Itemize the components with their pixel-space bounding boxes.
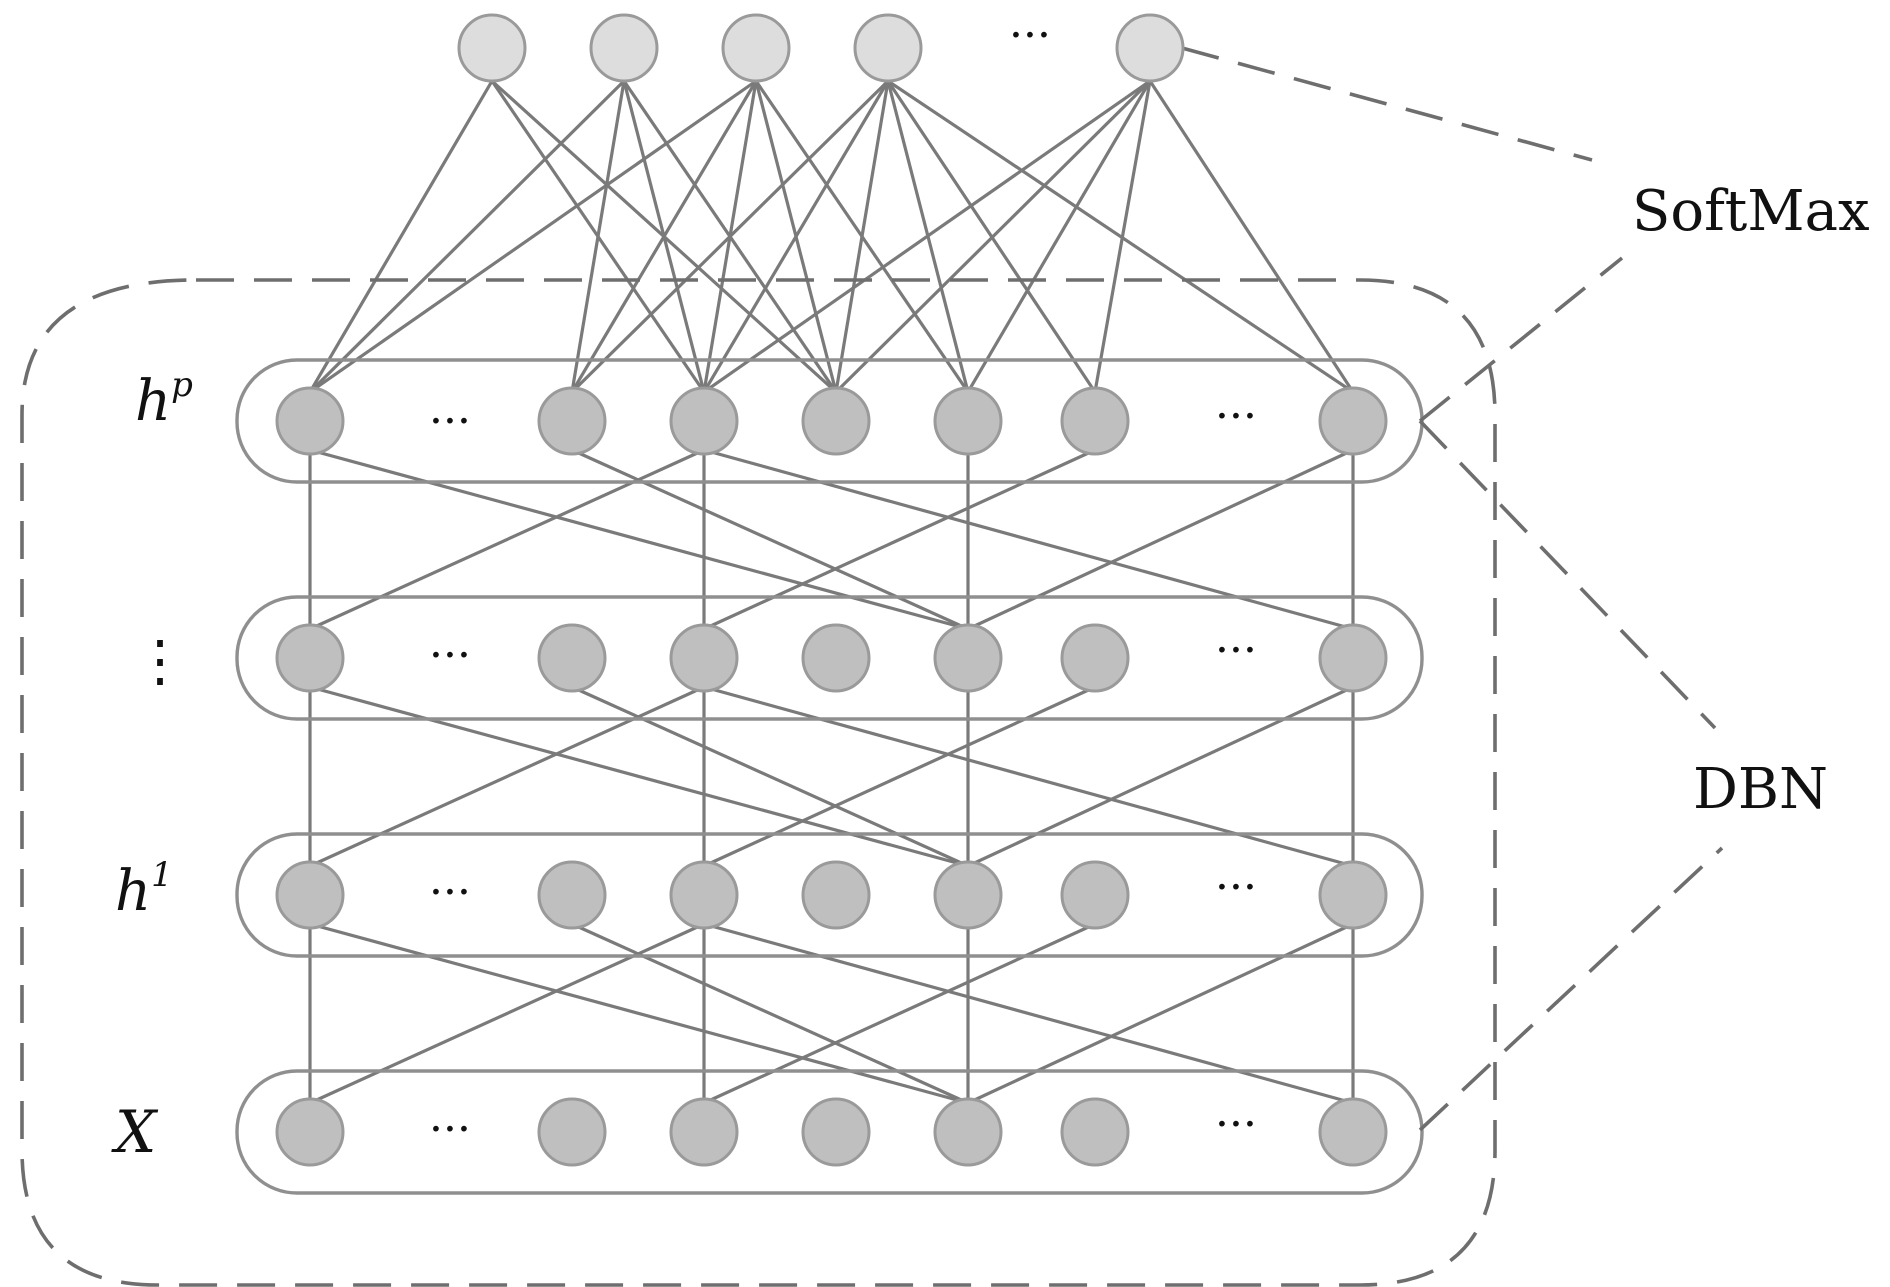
layer-edge-0-5 bbox=[703, 448, 1354, 631]
label-hp-sup: p bbox=[171, 365, 193, 405]
h1-ellipsis-left: ··· bbox=[429, 867, 471, 918]
x-node-1 bbox=[537, 1097, 607, 1167]
hp-node-1 bbox=[537, 386, 607, 456]
softmax-node-4 bbox=[1115, 13, 1185, 83]
x-node-3 bbox=[801, 1097, 871, 1167]
middle-node-4 bbox=[933, 623, 1003, 693]
h1-node-1 bbox=[537, 860, 607, 930]
layer-edge-0-8 bbox=[967, 448, 1354, 631]
layer-frame-middle bbox=[235, 595, 1424, 721]
layer-edge-2-3 bbox=[309, 922, 705, 1105]
h1-node-6 bbox=[1318, 860, 1388, 930]
h1-node-3 bbox=[801, 860, 871, 930]
layer-edge-2-2 bbox=[571, 922, 969, 1105]
hp-ellipsis-left: ··· bbox=[429, 396, 471, 447]
middle-node-6 bbox=[1318, 623, 1388, 693]
dbn-callout-line-upper bbox=[1418, 419, 1717, 730]
layer-edge-2-8 bbox=[967, 922, 1354, 1105]
x-node-4 bbox=[933, 1097, 1003, 1167]
layer-edge-2-7 bbox=[703, 922, 1096, 1105]
dbn-boundary bbox=[20, 278, 1497, 1287]
label-h1-sup: 1 bbox=[151, 855, 173, 895]
hp-node-3 bbox=[801, 386, 871, 456]
layer-edge-1-1 bbox=[309, 685, 969, 868]
h1-node-4 bbox=[933, 860, 1003, 930]
label-x: X bbox=[111, 1098, 159, 1166]
softmax-ellipsis: ··· bbox=[1009, 10, 1051, 61]
h1-node-2 bbox=[669, 860, 739, 930]
layer-edge-0-1 bbox=[309, 448, 969, 631]
h1-node-0 bbox=[275, 860, 345, 930]
x-ellipsis-right: ··· bbox=[1215, 1099, 1257, 1150]
softmax-edge-12 bbox=[570, 79, 890, 394]
layer-edge-2-5 bbox=[703, 922, 1354, 1105]
label-middle-vdots: ⋮ bbox=[132, 629, 188, 694]
x-node-0 bbox=[275, 1097, 345, 1167]
softmax-edge-21 bbox=[1093, 80, 1152, 393]
x-node-2 bbox=[669, 1097, 739, 1167]
softmax-node-2 bbox=[721, 13, 791, 83]
softmax-node-0 bbox=[457, 13, 527, 83]
label-hp: hp bbox=[135, 365, 193, 434]
label-softmax: SoftMax bbox=[1632, 179, 1870, 244]
softmax-callout-line-lower bbox=[1418, 256, 1624, 423]
x-node-5 bbox=[1060, 1097, 1130, 1167]
layer-frame-h1 bbox=[235, 832, 1424, 958]
middle-node-2 bbox=[669, 623, 739, 693]
dbn-callout-line-lower bbox=[1418, 846, 1724, 1132]
softmax-edge-20 bbox=[966, 80, 1152, 393]
hp-node-5 bbox=[1060, 386, 1130, 456]
connection-lines bbox=[308, 79, 1355, 1105]
softmax-node-1 bbox=[589, 13, 659, 83]
softmax-edge-13 bbox=[702, 80, 890, 393]
softmax-edge-4 bbox=[570, 80, 626, 393]
layer-edge-2-1 bbox=[309, 922, 969, 1105]
layer-edge-1-7 bbox=[703, 685, 1096, 868]
softmax-edge-3 bbox=[308, 79, 626, 394]
softmax-node-3 bbox=[853, 13, 923, 83]
softmax-edge-18 bbox=[703, 79, 1151, 394]
h1-node-5 bbox=[1060, 860, 1130, 930]
softmax-edge-0 bbox=[308, 80, 494, 393]
label-hp-base: h bbox=[135, 369, 171, 434]
softmax-edge-17 bbox=[887, 79, 1354, 394]
layer-edge-0-3 bbox=[309, 448, 705, 631]
hp-node-2 bbox=[669, 386, 739, 456]
hp-node-6 bbox=[1318, 386, 1388, 456]
softmax-edge-22 bbox=[1148, 80, 1355, 393]
x-node-6 bbox=[1318, 1097, 1388, 1167]
layer-edge-1-8 bbox=[967, 685, 1354, 868]
label-h1: h1 bbox=[115, 855, 173, 924]
softmax-edge-19 bbox=[834, 79, 1152, 394]
layer-edge-0-2 bbox=[571, 448, 969, 631]
middle-node-3 bbox=[801, 623, 871, 693]
x-ellipsis-left: ··· bbox=[429, 1104, 471, 1155]
softmax-edge-8 bbox=[570, 80, 758, 393]
hp-ellipsis-right: ··· bbox=[1215, 391, 1257, 442]
middle-node-1 bbox=[537, 623, 607, 693]
middle-node-0 bbox=[275, 623, 345, 693]
softmax-callout-line bbox=[1181, 46, 1593, 162]
hp-node-0 bbox=[275, 386, 345, 456]
middle-ellipsis-right: ··· bbox=[1215, 625, 1257, 676]
layer-edge-0-7 bbox=[703, 448, 1096, 631]
neuron-nodes bbox=[275, 13, 1388, 1167]
middle-node-5 bbox=[1060, 623, 1130, 693]
layer-edge-1-3 bbox=[309, 685, 705, 868]
label-h1-base: h bbox=[115, 859, 151, 924]
middle-ellipsis-left: ··· bbox=[429, 630, 471, 681]
h1-ellipsis-right: ··· bbox=[1215, 862, 1257, 913]
softmax-edge-7 bbox=[309, 79, 757, 394]
layer-edge-1-2 bbox=[571, 685, 969, 868]
label-dbn: DBN bbox=[1693, 757, 1828, 822]
layer-frame-x bbox=[235, 1069, 1424, 1195]
softmax-edge-14 bbox=[834, 80, 890, 393]
layer-edge-1-5 bbox=[703, 685, 1354, 868]
hp-node-4 bbox=[933, 386, 1003, 456]
